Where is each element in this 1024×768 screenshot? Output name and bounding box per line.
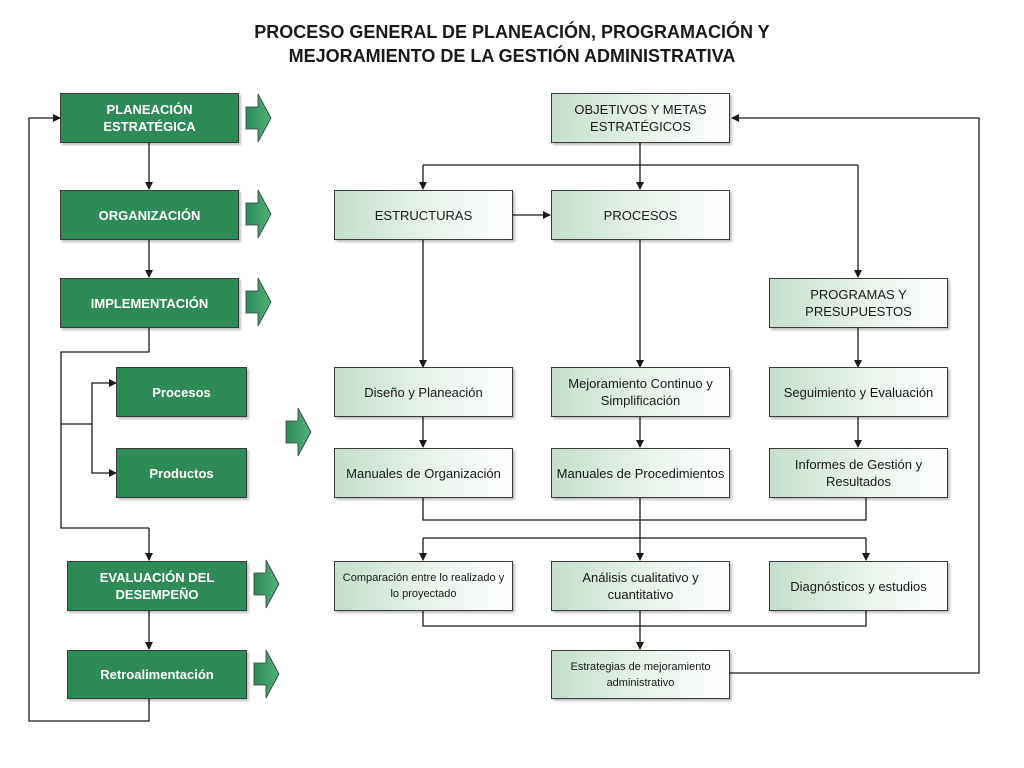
- box-retroalimentacion: Retroalimentación: [67, 650, 247, 699]
- box-comparacion: Comparación entre lo realizado y lo proy…: [334, 561, 513, 611]
- label-analisis: Análisis cualitativo y cuantitativo: [582, 570, 699, 602]
- label-objetivos-metas: OBJETIVOS Y METAS ESTRATÉGICOS: [574, 102, 707, 134]
- chevron-arrow-retroalimentacion: [253, 649, 280, 699]
- box-implementacion: IMPLEMENTACIÓN: [60, 278, 239, 328]
- box-procesos: Procesos: [116, 367, 247, 417]
- label-productos: Productos: [149, 465, 214, 481]
- box-productos: Productos: [116, 448, 247, 498]
- title-line-1: PROCESO GENERAL DE PLANEACIÓN, PROGRAMAC…: [254, 22, 770, 42]
- feedback-loop-left: [28, 114, 150, 722]
- feedback-loop-right: [730, 114, 980, 674]
- box-diseno-planeacion: Diseño y Planeación: [334, 367, 513, 417]
- chevron-arrow-implementacion: [245, 277, 272, 327]
- label-procesos: Procesos: [152, 384, 211, 400]
- label-implementacion: IMPLEMENTACIÓN: [90, 295, 209, 311]
- box-informes-gestion: Informes de Gestión y Resultados: [769, 448, 948, 498]
- box-manuales-procedimientos: Manuales de Procedimientos: [551, 448, 730, 498]
- box-diagnosticos: Diagnósticos y estudios: [769, 561, 948, 611]
- line-collect-outputs: [422, 497, 867, 521]
- label-retroalimentacion: Retroalimentación: [100, 667, 214, 682]
- label-comparacion: Comparación entre lo realizado y lo proy…: [342, 572, 505, 600]
- box-planeacion-estrategica: PLANEACIÓN ESTRATÉGICA: [60, 93, 239, 143]
- label-manuales-organizacion: Manuales de Organización: [346, 465, 501, 481]
- arrow-to-productos: [91, 424, 117, 477]
- box-mejoramiento-continuo: Mejoramiento Continuo y Simplificación: [551, 367, 730, 417]
- label-programas-presupuestos: PROGRAMAS Y PRESUPUESTOS: [805, 287, 912, 319]
- box-estrategias-mejoramiento: Estrategias de mejoramiento administrati…: [551, 650, 730, 699]
- box-analisis: Análisis cualitativo y cuantitativo: [551, 561, 730, 611]
- label-mejoramiento-continuo: Mejoramiento Continuo y Simplificación: [568, 376, 713, 408]
- line-implementacion-branch: [60, 328, 150, 529]
- box-evaluacion-desempeno: EVALUACIÓN DEL DESEMPEÑO: [67, 561, 247, 611]
- label-diseno-planeacion: Diseño y Planeación: [364, 384, 483, 400]
- box-estructuras: ESTRUCTURAS: [334, 190, 513, 240]
- box-procesos-right: PROCESOS: [551, 190, 730, 240]
- label-manuales-procedimientos: Manuales de Procedimientos: [556, 465, 725, 481]
- arrow-to-procesos: [91, 379, 117, 424]
- label-seguimiento-evaluacion: Seguimiento y Evaluación: [783, 384, 934, 400]
- label-informes-gestion: Informes de Gestión y Resultados: [794, 457, 923, 489]
- chevron-arrow-planeacion: [245, 93, 272, 143]
- diagram-title: PROCESO GENERAL DE PLANEACIÓN, PROGRAMAC…: [0, 20, 1024, 68]
- label-organizacion: ORGANIZACIÓN: [98, 207, 201, 223]
- label-planeacion-estrategica: PLANEACIÓN ESTRATÉGICA: [103, 102, 196, 134]
- line-collect-eval: [422, 610, 867, 627]
- box-objetivos-metas: OBJETIVOS Y METAS ESTRATÉGICOS: [551, 93, 730, 143]
- box-organizacion: ORGANIZACIÓN: [60, 190, 239, 240]
- label-evaluacion-desempeno: EVALUACIÓN DEL DESEMPEÑO: [99, 570, 215, 602]
- chevron-arrow-evaluacion: [253, 559, 280, 609]
- box-seguimiento-evaluacion: Seguimiento y Evaluación: [769, 367, 948, 417]
- title-line-2: MEJORAMIENTO DE LA GESTIÓN ADMINISTRATIV…: [288, 46, 736, 66]
- label-diagnosticos: Diagnósticos y estudios: [790, 578, 927, 594]
- box-manuales-organizacion: Manuales de Organización: [334, 448, 513, 498]
- chevron-arrow-procesos-productos: [285, 407, 312, 457]
- label-estructuras: ESTRUCTURAS: [374, 207, 473, 223]
- label-estrategias-mejoramiento: Estrategias de mejoramiento administrati…: [570, 660, 711, 689]
- chevron-arrow-organizacion: [245, 189, 272, 239]
- label-procesos-right: PROCESOS: [603, 207, 678, 223]
- box-programas-presupuestos: PROGRAMAS Y PRESUPUESTOS: [769, 278, 948, 328]
